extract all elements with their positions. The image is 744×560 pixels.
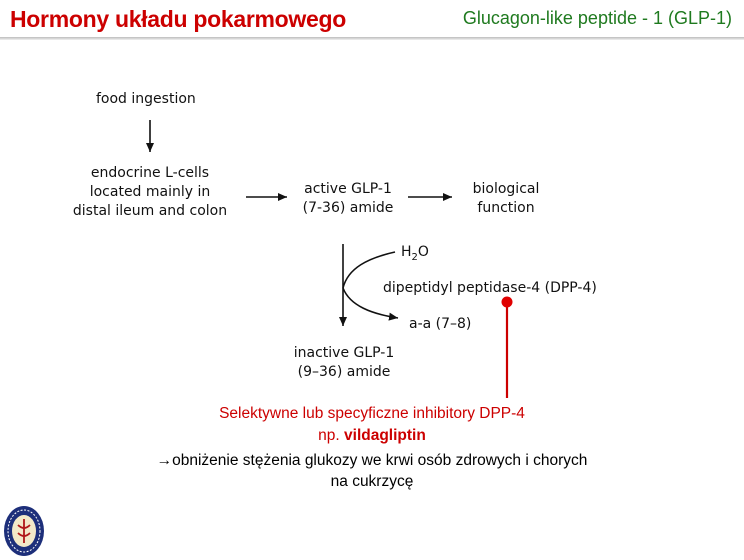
bio-line-2: function <box>477 200 535 216</box>
diagram-panel <box>40 72 658 402</box>
inactive-line-2: (9–36) amide <box>297 364 391 380</box>
label-amino-acids: a-a (7–8) <box>409 316 472 332</box>
curve-water-in <box>342 251 396 289</box>
cells-line-2: located mainly in <box>89 184 211 200</box>
curve-aa-out <box>342 287 399 321</box>
label-inactive-glp1: inactive GLP-1 (9–36) amide <box>288 344 400 382</box>
caption-example: np. vildagliptin <box>0 426 744 446</box>
label-food-ingestion: food ingestion <box>96 91 196 107</box>
cells-line-1: endocrine L-cells <box>90 165 210 181</box>
label-endocrine-cells: endocrine L-cells located mainly in dist… <box>64 164 236 221</box>
caption-effect: →obniżenie stężenia glukozy we krwi osób… <box>0 451 744 471</box>
water-subscript: 2 <box>411 251 418 263</box>
active-line-2: (7-36) amide <box>302 200 394 216</box>
water-o: O <box>417 244 429 260</box>
inactive-line-1: inactive GLP-1 <box>293 345 395 361</box>
slide-title: Hormony układu pokarmowego <box>10 6 346 32</box>
cells-line-3: distal ileum and colon <box>72 203 228 219</box>
caption-effect-text: obniżenie stężenia glukozy we krwi osób … <box>172 452 588 469</box>
slide-header: Hormony układu pokarmowego Glucagon-like… <box>0 0 744 40</box>
slide-subtitle: Glucagon-like peptide - 1 (GLP-1) <box>462 8 732 28</box>
active-line-1: active GLP-1 <box>304 181 392 197</box>
caption-example-prefix: np. <box>318 427 345 444</box>
caption-effect-end: na cukrzycę <box>330 473 414 490</box>
header-rule <box>0 37 744 40</box>
university-seal-icon <box>4 506 44 556</box>
arrow-right-icon: → <box>156 452 173 469</box>
inhibitor-dot <box>501 296 513 308</box>
label-dpp4-enzyme: dipeptidyl peptidase-4 (DPP-4) <box>383 280 597 296</box>
label-biological-function: biological function <box>462 180 550 218</box>
caption-inhibitors: Selektywne lub specyficzne inhibitory DP… <box>219 405 525 422</box>
label-water: H2O <box>401 243 429 267</box>
caption-drug-name: vildagliptin <box>344 427 426 444</box>
label-active-glp1: active GLP-1 (7-36) amide <box>294 180 402 218</box>
bio-line-1: biological <box>472 181 540 197</box>
water-h: H <box>401 244 412 260</box>
